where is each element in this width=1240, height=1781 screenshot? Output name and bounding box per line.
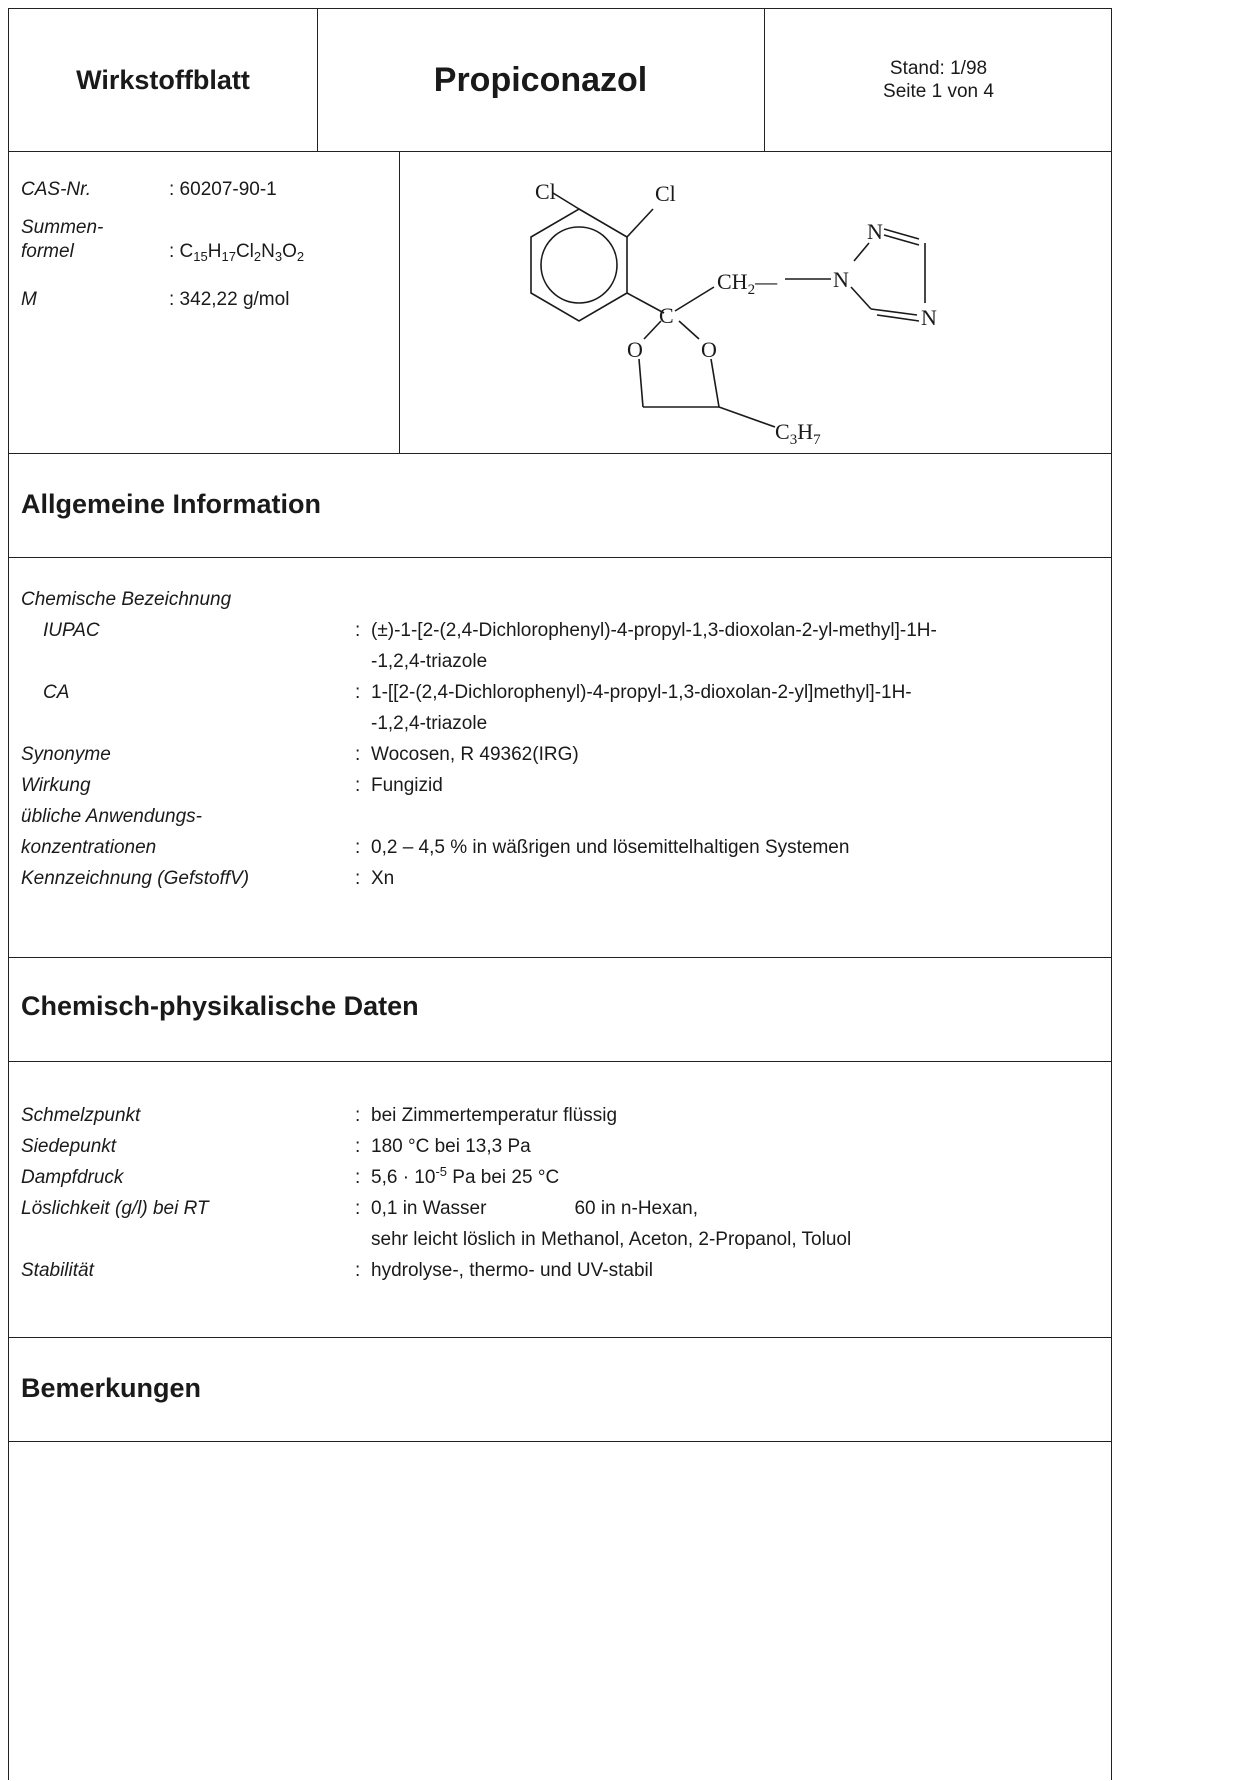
synonyms-value: Wocosen, R 49362(IRG) [371, 744, 579, 765]
page-title: Propiconazol [433, 60, 648, 99]
sheet-type: Wirkstoffblatt [76, 64, 250, 95]
ca-value: 1-[[2-(2,4-Dichlorophenyl)-4-propyl-1,3-… [371, 682, 912, 703]
iupac-value-cont: -1,2,4-triazole [371, 651, 488, 672]
identity-block: CAS-Nr. : 60207-90-1 Summen- formel : C1… [21, 179, 391, 319]
list-item: Dampfdruck : 5,6 · 10-5 Pa bei 25 °C [21, 1164, 560, 1188]
page-number: Seite 1 von 4 [883, 81, 994, 102]
list-item: Synonyme : Wocosen, R 49362(IRG) [21, 744, 579, 765]
list-item: sehr leicht löslich in Methanol, Aceton,… [21, 1229, 1101, 1260]
nitrogen-label: N [921, 305, 937, 330]
cas-row: CAS-Nr. : 60207-90-1 [21, 179, 391, 209]
effect-value: Fungizid [371, 775, 443, 796]
section-title-general: Allgemeine Information [21, 489, 322, 519]
divider [9, 1441, 1111, 1442]
stability-value: hydrolyse-, thermo- und UV-stabil [371, 1260, 653, 1281]
list-item: IUPAC : (±)-1-[2-(2,4-Dichlorophenyl)-4-… [43, 620, 937, 641]
molar-mass-label: M [21, 289, 37, 310]
iupac-value: (±)-1-[2-(2,4-Dichlorophenyl)-4-propyl-1… [371, 620, 937, 641]
concentration-value: 0,2 – 4,5 % in wäßrigen und lösemittelha… [371, 837, 850, 858]
ca-value-cont: -1,2,4-triazole [371, 713, 488, 734]
list-item: Kennzeichnung (GefstoffV) : Xn [21, 868, 395, 889]
oxygen-label: O [627, 337, 643, 362]
chem-name-label: Chemische Bezeichnung [21, 589, 232, 610]
nitrogen-label: N [833, 267, 849, 292]
vapor-pressure-label: Dampfdruck [21, 1167, 124, 1188]
divider [9, 557, 1111, 558]
hazard-label: Kennzeichnung (GefstoffV) [21, 868, 250, 889]
boiling-point-label: Siedepunkt [21, 1136, 117, 1157]
divider [764, 9, 765, 151]
concentration-label-cont: konzentrationen [21, 837, 157, 858]
iupac-label: IUPAC [43, 620, 100, 641]
general-info-list: Chemische Bezeichnung IUPAC : (±)-1-[2-(… [21, 589, 1101, 899]
divider [9, 151, 1111, 152]
list-item: -1,2,4-triazole [21, 713, 1101, 744]
formula-label-1: Summen- [21, 217, 104, 238]
list-item: übliche Anwendungs- [21, 806, 1101, 837]
list-item: CA : 1-[[2-(2,4-Dichlorophenyl)-4-propyl… [43, 682, 912, 703]
nitrogen-label: N [867, 219, 883, 244]
stand-date: Stand: 1/98 [889, 58, 988, 79]
hazard-value: Xn [371, 868, 395, 889]
synonyms-label: Synonyme [21, 744, 111, 765]
divider [9, 957, 1111, 958]
melting-point-value: bei Zimmertemperatur flüssig [371, 1105, 618, 1126]
ch2-label: CH2— [717, 269, 778, 298]
effect-label: Wirkung [21, 775, 91, 796]
stability-label: Stabilität [21, 1260, 94, 1281]
melting-point-label: Schmelzpunkt [21, 1105, 141, 1126]
divider [9, 1337, 1111, 1338]
divider [399, 151, 400, 453]
list-item: Schmelzpunkt : bei Zimmertemperatur flüs… [21, 1105, 618, 1126]
divider [9, 453, 1111, 454]
formula-value: : C15H17Cl2N3O2 [169, 241, 305, 264]
formula-label-2: formel [21, 241, 74, 262]
molar-mass-row: M : 342,22 g/mol [21, 289, 391, 319]
vapor-pressure-value: 5,6 · 10-5 Pa bei 25 °C [371, 1164, 560, 1188]
section-title-remarks: Bemerkungen [21, 1373, 202, 1403]
data-sheet: Wirkstoffblatt Propiconazol Stand: 1/98 … [8, 8, 1112, 1780]
solubility-value-cont: sehr leicht löslich in Methanol, Aceton,… [371, 1229, 852, 1250]
cas-label: CAS-Nr. [21, 179, 92, 200]
benzene-ring [530, 192, 926, 428]
list-item: Siedepunkt : 180 °C bei 13,3 Pa [21, 1136, 531, 1157]
header-meta: Stand: 1/98 Seite 1 von 4 [764, 9, 1113, 151]
list-item: konzentrationen : 0,2 – 4,5 % in wäßrige… [21, 837, 850, 858]
formula-row: Summen- formel : C15H17Cl2N3O2 [21, 217, 391, 283]
structure-formula: Cl Cl CH2— C O O N N N C3H7 [530, 179, 937, 448]
list-item: Stabilität : hydrolyse-, thermo- und UV-… [21, 1260, 653, 1281]
solubility-label: Löslichkeit (g/l) bei RT [21, 1198, 209, 1219]
section-title-physchem: Chemisch-physikalische Daten [21, 991, 419, 1021]
divider [317, 9, 318, 151]
cas-value: : 60207-90-1 [169, 179, 277, 200]
remarks-area [9, 1441, 1111, 1781]
oxygen-label: O [701, 337, 717, 362]
concentration-label: übliche Anwendungs- [21, 806, 202, 827]
physchem-list: Schmelzpunkt : bei Zimmertemperatur flüs… [21, 1105, 1101, 1291]
carbon-label: C [659, 303, 674, 328]
divider [9, 1061, 1111, 1062]
list-item: Löslichkeit (g/l) bei RT : 0,1 in Wasser… [21, 1198, 699, 1219]
list-item: Chemische Bezeichnung [21, 589, 1101, 620]
ca-label: CA [43, 682, 70, 703]
list-item: Wirkung : Fungizid [21, 775, 443, 796]
molar-mass-value: : 342,22 g/mol [169, 289, 290, 310]
chlorine-label: Cl [535, 179, 556, 204]
propyl-label: C3H7 [775, 419, 821, 448]
chlorine-label: Cl [655, 181, 676, 206]
list-item: -1,2,4-triazole [21, 651, 1101, 682]
boiling-point-value: 180 °C bei 13,3 Pa [371, 1136, 531, 1157]
